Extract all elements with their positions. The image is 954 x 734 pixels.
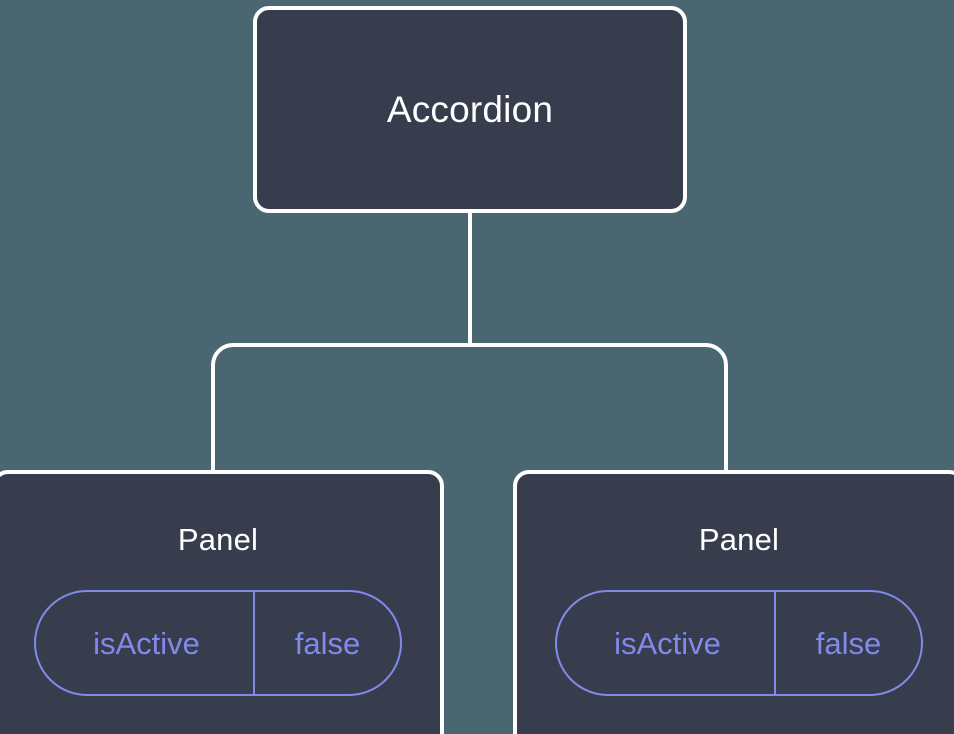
node-accordion-title: Accordion bbox=[386, 89, 554, 130]
prop-value-panel-1: false bbox=[294, 625, 361, 661]
node-panel-2[interactable]: Panel isActive false bbox=[513, 470, 954, 734]
prop-divider-panel-2 bbox=[774, 592, 776, 694]
node-panel-2-title: Panel bbox=[698, 522, 780, 557]
node-panel-1-title: Panel bbox=[177, 522, 259, 557]
edge-root-to-panel-1 bbox=[211, 343, 470, 470]
node-accordion[interactable]: Accordion bbox=[253, 6, 687, 213]
prop-key-panel-2: isActive bbox=[614, 625, 721, 661]
edge-root-to-panel-2 bbox=[470, 343, 728, 470]
prop-divider-panel-1 bbox=[253, 592, 255, 694]
prop-key-panel-1: isActive bbox=[93, 625, 200, 661]
prop-value-panel-2: false bbox=[815, 625, 882, 661]
node-panel-1[interactable]: Panel isActive false bbox=[0, 470, 444, 734]
prop-pill-panel-1[interactable]: isActive false bbox=[34, 590, 402, 696]
prop-pill-panel-2[interactable]: isActive false bbox=[555, 590, 923, 696]
